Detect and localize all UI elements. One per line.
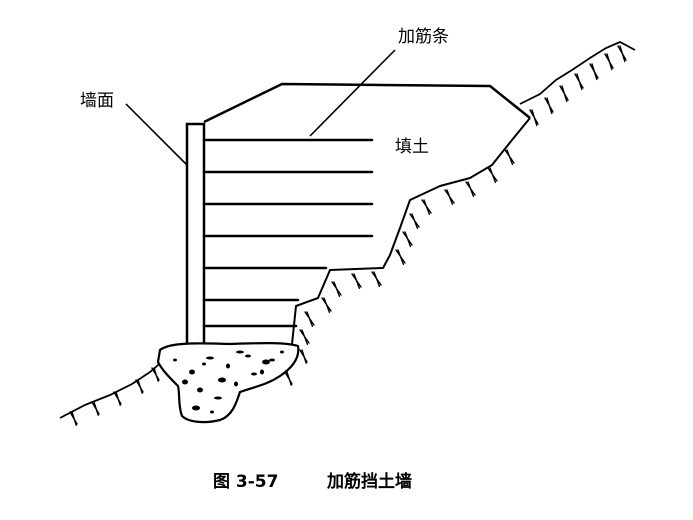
hatch-mark xyxy=(402,231,413,247)
hatch-mark xyxy=(135,379,144,394)
hatch-mark xyxy=(284,371,293,386)
foundation-texture xyxy=(173,350,284,414)
foundation-footing xyxy=(156,342,300,424)
hatch-mark xyxy=(559,85,569,103)
reinforcement-strips xyxy=(202,138,374,328)
aggregate-speck xyxy=(192,405,200,411)
hatch-mark xyxy=(371,271,382,287)
excavation-boundary xyxy=(291,117,531,345)
hatch-mark xyxy=(617,45,627,63)
hatch-mark xyxy=(304,311,315,327)
wall-face-leader xyxy=(125,103,188,166)
hatch-mark xyxy=(321,297,332,313)
natural-slope xyxy=(519,41,636,105)
aggregate-speck xyxy=(251,372,257,376)
aggregate-speck xyxy=(206,356,214,360)
fill-label: 填土 xyxy=(395,137,429,157)
hatch-mark xyxy=(465,181,476,197)
aggregate-speck xyxy=(262,359,270,365)
hatch-mark xyxy=(504,149,515,165)
aggregate-speck xyxy=(218,377,226,383)
hatch-mark xyxy=(487,167,498,183)
hatch-mark xyxy=(544,97,554,115)
hatch-mark xyxy=(574,73,584,91)
aggregate-speck xyxy=(280,350,284,354)
hatch-mark xyxy=(299,329,310,345)
aggregate-speck xyxy=(234,381,238,387)
aggregate-speck xyxy=(173,358,177,362)
aggregate-speck xyxy=(245,354,251,358)
ground-line-left xyxy=(59,359,165,419)
reinforcement-label: 加筋条 xyxy=(398,27,449,47)
fill-top-outline xyxy=(203,82,531,124)
figure-title: 加筋挡土墙 xyxy=(326,471,412,492)
aggregate-speck xyxy=(226,363,230,369)
wall-face-label: 墙面 xyxy=(80,91,114,111)
hatch-mark xyxy=(395,249,406,265)
aggregate-speck xyxy=(189,369,195,375)
figure-number: 图 3-57 xyxy=(213,472,278,492)
hatch-mark xyxy=(69,411,78,426)
hatch-mark xyxy=(589,63,599,81)
hatch-mark xyxy=(421,199,432,215)
aggregate-speck xyxy=(182,379,188,385)
wall-face xyxy=(185,122,206,346)
hatch-mark xyxy=(409,213,420,229)
hatch-mark xyxy=(529,109,539,127)
aggregate-speck xyxy=(236,350,244,354)
hatch-mark xyxy=(91,401,100,416)
hatch-mark xyxy=(331,281,342,297)
hatch-mark xyxy=(299,349,308,364)
reinforcement-leader xyxy=(309,49,396,137)
hatch-mark xyxy=(351,273,362,289)
aggregate-speck xyxy=(260,369,264,375)
terrain-hatching xyxy=(69,45,627,426)
aggregate-speck xyxy=(202,362,206,366)
hatch-mark xyxy=(444,189,455,205)
hatch-mark xyxy=(604,53,614,71)
aggregate-speck xyxy=(269,358,275,362)
hatch-mark xyxy=(113,391,122,406)
aggregate-speck xyxy=(214,396,222,400)
hatch-mark xyxy=(151,367,160,382)
aggregate-speck xyxy=(210,410,214,414)
aggregate-speck xyxy=(197,387,203,393)
